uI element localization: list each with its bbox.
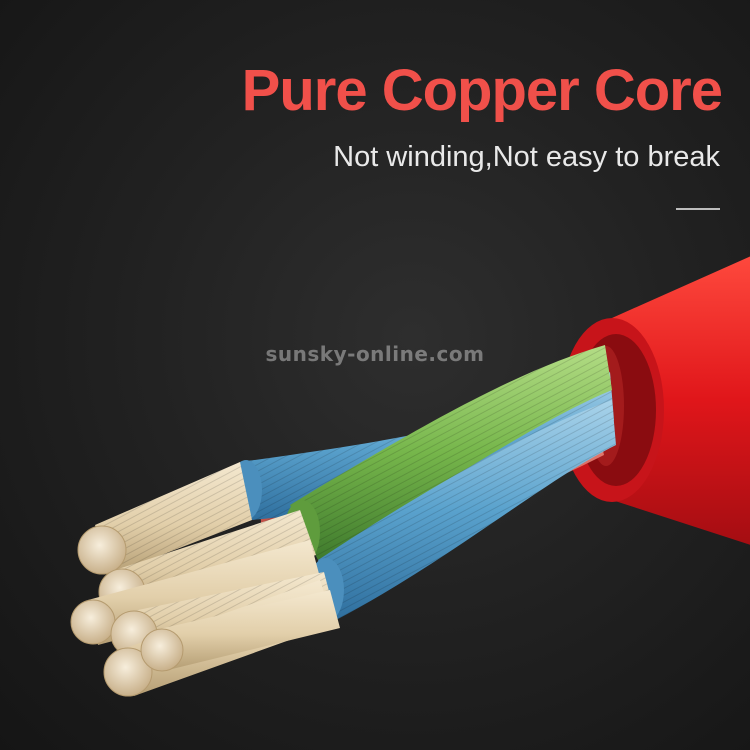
subheadline: Not winding,Not easy to break	[333, 141, 720, 173]
copper-strands	[70, 462, 340, 697]
headline: Pure Copper Core	[241, 58, 723, 123]
divider-line	[676, 208, 720, 210]
watermark: sunsky-online.com	[265, 342, 485, 366]
